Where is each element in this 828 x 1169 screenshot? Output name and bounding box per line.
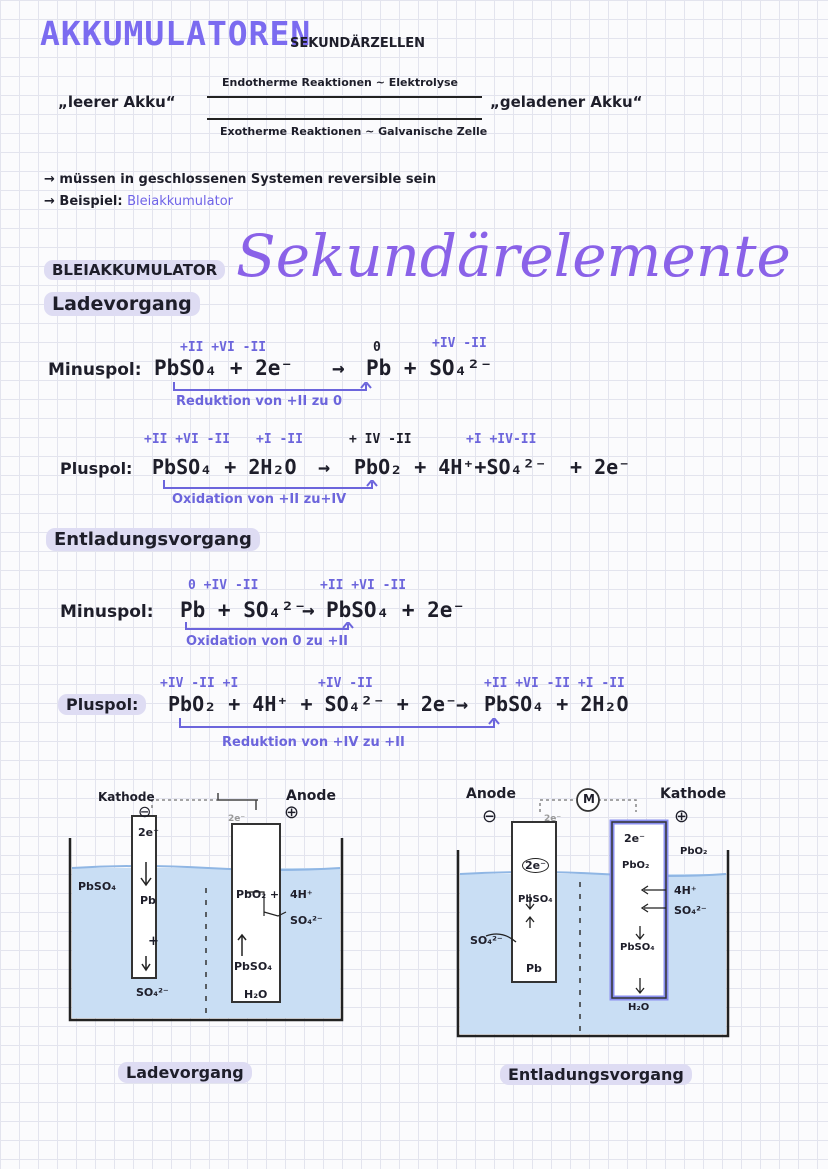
entladen-minus-ox-right: +II +VI -II [320,578,407,593]
laden-plus-ox-pbo2: + IV -II [349,432,412,447]
ladevorgang-drawing [68,793,344,1022]
note-example-link: Bleiakkumulator [127,194,233,209]
ladevorgang-pbo2: PbO₂ + [236,888,280,901]
entladungsvorgang-drawing [456,788,730,1038]
laden-minus-note: Reduktion von +II zu 0 [176,394,343,409]
entladen-plus-rhs: PbSO₄ + 2H₂O [484,692,629,716]
entladen-plus-label: Pluspol: [58,694,147,715]
entladung-plus-icon: ⊕ [674,806,690,827]
page-title: AKKUMULATOREN [40,14,312,53]
ladevorgang-pbso4-outside: PbSO₄ [78,880,117,893]
entladen-minus-arrow: → [302,598,315,622]
note-reversible: → müssen in geschlossenen Systemen rever… [44,172,437,187]
ladevorgang-electrons: 2e⁻ [138,826,159,839]
entladung-minus-icon: ⊖ [482,806,498,827]
entladung-4h: 4H⁺ [674,884,697,897]
entladen-minus-lhs: Pb + SO₄²⁻ [180,598,307,622]
entladung-electrons-wire: 2e⁻ [544,814,562,824]
entladung-electrons-circle: 2e⁻ [522,858,549,873]
ladevorgang-minus-icon: ⊖ [138,802,152,821]
ladevorgang-4h: 4H⁺ [290,888,313,901]
laden-plus-ox-left: +II +VI -II [144,432,231,447]
laden-minus-ox-left: +II +VI -II [180,340,267,355]
ladevorgang-plus-icon: ⊕ [284,802,300,823]
diagram-entladungsvorgang: Anode ⊖ Kathode ⊕ M 2e⁻ 2e⁻ PbSO₄ Pb SO₄… [452,782,742,1042]
entladung-so4-right: SO₄²⁻ [674,904,707,917]
diagram-ladevorgang: Kathode ⊖ Anode ⊕ 2e⁻ 2e⁻ PbSO₄ Pb + SO₄… [58,788,358,1038]
laden-plus-arrow: → [318,455,331,479]
laden-plus-ox-h2o: +I -II [256,432,303,447]
ladevorgang-so4: SO₄²⁻ [136,986,169,999]
entladen-minus-rhs: PbSO₄ + 2e⁻ [326,598,466,622]
laden-minus-label: Minuspol: [48,360,142,380]
entladen-plus-ox-mid: +IV -II [318,676,373,691]
ladevorgang-pbso4-inside: PbSO₄ [234,960,273,973]
entladung-pb: Pb [526,962,542,975]
laden-minus-lhs: PbSO₄ + 2e⁻ [154,356,294,380]
laden-plus-lhs: PbSO₄ + 2H₂O [152,455,297,479]
ladevorgang-plus-sign: + [148,934,159,949]
entladung-electrons-right: 2e⁻ [624,832,645,845]
heading-entladungsvorgang: Entladungsvorgang [46,528,260,551]
entladen-minus-note: Oxidation von 0 zu +II [186,634,349,649]
note-example-prefix: → Beispiel: [44,194,123,209]
entladen-minus-label: Minuspol: [60,602,154,622]
entladung-anode: Anode [466,786,516,802]
entladen-minus-ox-left: 0 +IV -II [188,578,259,593]
laden-minus-ox-mid: 0 [373,340,381,355]
ladevorgang-kathode: Kathode [98,790,155,804]
caption-ladevorgang: Ladevorgang [118,1062,252,1083]
ladevorgang-pb: Pb [140,894,156,907]
laden-minus-ox-right: +IV -II [432,336,487,351]
entladen-plus-note: Reduktion von +IV zu +II [222,735,405,750]
cycle-line-top [207,96,482,98]
cycle-bottom: Exotherme Reaktionen ~ Galvanische Zelle [220,125,488,138]
entladung-kathode: Kathode [660,786,727,802]
badge-bleiakkumulator: BLEIAKKUMULATOR [44,260,226,280]
laden-minus-arrow: → [332,356,345,380]
page-subtitle: SEKUNDÄRZELLEN [290,36,426,51]
entladung-so4-left: SO₄²⁻ [470,934,503,947]
laden-plus-ox-right: +I +IV-II [466,432,537,447]
cycle-left: „leerer Akku“ [58,93,176,111]
ladevorgang-anode: Anode [286,788,336,804]
entladung-pbso4-inside: PbSO₄ [620,942,655,953]
entladen-plus-lhs: PbO₂ + 4H⁺ + SO₄²⁻ + 2e⁻ [168,692,457,716]
laden-plus-bracket [163,480,378,489]
script-title: Sekundärelemente [236,222,791,290]
heading-ladevorgang: Ladevorgang [44,292,200,316]
laden-plus-rhs: PbO₂ + 4H⁺+SO₄²⁻ [354,455,547,479]
entladen-minus-bracket [185,622,354,630]
entladung-pbo2: PbO₂ [622,860,650,871]
ladevorgang-so4-right: SO₄²⁻ [290,914,323,927]
cycle-top: Endotherme Reaktionen ~ Elektrolyse [222,76,459,89]
entladung-pbo2-outside: PbO₂ [680,846,708,857]
entladen-plus-ox-right: +II +VI -II +I -II [484,676,625,691]
entladen-plus-bracket [179,718,500,728]
entladung-pbso4: PbSO₄ [518,894,553,905]
cycle-right: „geladener Akku“ [490,93,643,111]
laden-plus-label: Pluspol: [60,459,133,478]
laden-plus-tail: + 2e⁻ [570,455,631,479]
laden-minus-rhs: Pb + SO₄²⁻ [366,356,493,380]
entladung-h2o: H₂O [628,1002,650,1013]
laden-plus-note: Oxidation von +II zu+IV [172,492,347,507]
ladevorgang-electrons-wire: 2e⁻ [228,814,246,824]
entladung-motor: M [583,792,595,806]
note-example: → Beispiel: Bleiakkumulator [44,194,233,209]
entladen-plus-ox-left: +IV -II +I [160,676,239,691]
caption-entladungsvorgang: Entladungsvorgang [500,1064,692,1085]
cycle-line-bottom [207,118,482,120]
entladen-plus-arrow: → [456,692,469,716]
laden-minus-bracket [173,382,372,391]
ladevorgang-h2o: H₂O [244,988,268,1001]
